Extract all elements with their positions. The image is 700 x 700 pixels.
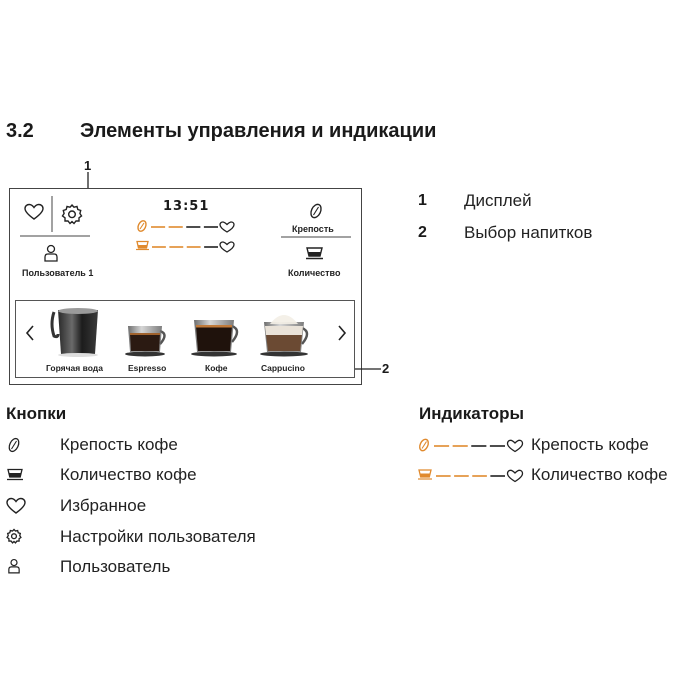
gear-icon[interactable] (61, 203, 83, 225)
clock-time: 13:51 (163, 199, 210, 214)
drink-image-cappuccino[interactable] (258, 306, 312, 358)
button-desc-quantity: Количество кофе (60, 465, 197, 484)
user-icon[interactable] (44, 244, 58, 262)
right-divider (281, 236, 351, 238)
buttons-heading: Кнопки (6, 404, 67, 423)
cup-icon[interactable] (305, 246, 325, 262)
indicator-desc-strength: Крепость кофе (531, 435, 649, 454)
user-label: Пользователь 1 (22, 268, 94, 278)
heart-icon[interactable] (24, 203, 44, 221)
heart-icon (506, 439, 524, 453)
callout-line-2 (355, 368, 381, 370)
quantity-indicator-legend (418, 469, 524, 483)
callout-line-1 (87, 172, 89, 188)
quantity-indicator (136, 240, 235, 253)
drink-image-coffee[interactable] (190, 316, 242, 358)
drink-label-cappuccino: Cappucino (261, 363, 305, 373)
bean-icon[interactable] (308, 202, 324, 220)
callout-display-number: 1 (84, 158, 92, 173)
gear-icon (6, 528, 22, 544)
chevron-right-icon[interactable] (336, 324, 348, 342)
strength-indicator (137, 220, 235, 233)
section-title: Элементы управления и индикации (80, 120, 437, 142)
left-divider (20, 235, 90, 237)
legend-number-1: 1 (418, 192, 427, 209)
legend-text-1: Дисплей (464, 191, 532, 210)
button-desc-user-settings: Настройки пользователя (60, 527, 256, 546)
button-desc-user: Пользователь (60, 557, 171, 576)
drink-label-hot-water: Горячая вода (46, 363, 103, 373)
drink-image-hot-water[interactable] (50, 306, 108, 358)
drink-label-coffee: Кофе (205, 363, 228, 373)
heart-icon (6, 497, 26, 514)
indicator-desc-quantity: Количество кофе (531, 465, 668, 484)
chevron-left-icon[interactable] (24, 324, 36, 342)
drink-image-espresso[interactable] (124, 322, 170, 358)
button-desc-strength: Крепость кофе (60, 435, 178, 454)
bean-icon (137, 220, 147, 232)
drink-label-espresso: Espresso (128, 363, 167, 373)
indicators-heading: Индикаторы (419, 404, 525, 423)
drink-carousel (15, 300, 355, 378)
heart-icon (506, 469, 524, 483)
button-desc-favorite: Избранное (60, 496, 147, 515)
cup-icon (7, 468, 23, 481)
bean-icon (419, 438, 429, 452)
user-icon (8, 558, 20, 574)
strength-label: Крепость (292, 224, 334, 234)
heart-icon (219, 241, 235, 253)
display-panel (9, 188, 362, 385)
section-number: 3.2 (6, 120, 34, 142)
callout-selection-number: 2 (382, 361, 390, 376)
quantity-label: Количество (288, 268, 341, 278)
legend-text-2: Выбор напитков (464, 223, 593, 242)
heart-icon (219, 221, 235, 233)
strength-indicator-legend (419, 438, 524, 453)
icon-divider (51, 196, 53, 232)
legend-number-2: 2 (418, 224, 427, 241)
bean-icon (8, 437, 20, 453)
